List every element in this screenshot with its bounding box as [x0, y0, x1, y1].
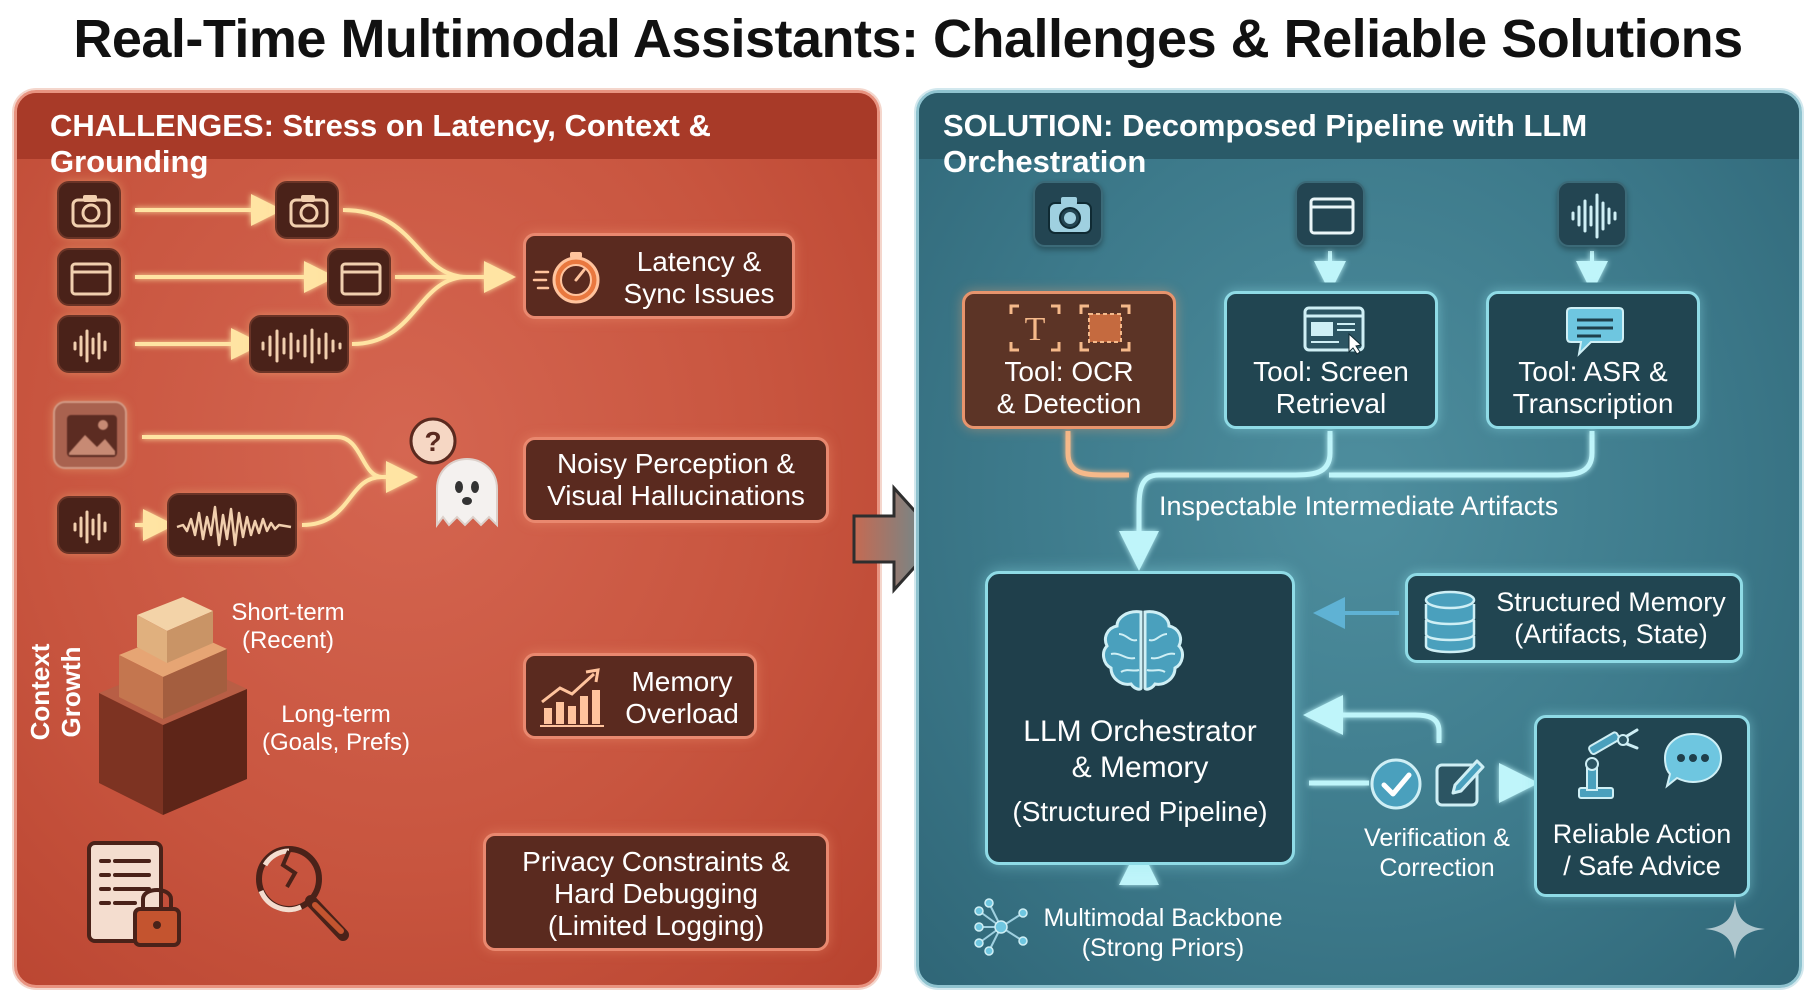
reliable-action-label: Reliable Action / Safe Advice — [1552, 819, 1732, 881]
database-icon — [1424, 590, 1476, 654]
question-mark: ? — [424, 426, 441, 457]
noisy-audio-box — [167, 493, 297, 557]
solution-header: SOLUTION: Decomposed Pipeline with LLM O… — [919, 93, 1799, 179]
noisy-waveform-icon — [176, 505, 292, 547]
neural-network-icon — [974, 898, 1028, 956]
audio-waveform-icon — [261, 328, 342, 364]
ocr-letter-glyph: T — [1025, 311, 1046, 348]
edit-pencil-icon — [1435, 759, 1485, 807]
audio-waveform-icon — [73, 329, 107, 363]
camera-icon — [289, 195, 329, 228]
camera-icon — [71, 195, 111, 228]
memory-overload-issue: Memory Overload — [523, 653, 757, 739]
structured-memory-label: Structured Memory (Artifacts, State) — [1496, 587, 1726, 649]
pipeline-flow-lines — [1052, 251, 1608, 885]
orchestrator-label: LLM Orchestrator & Memory (Structured Pi… — [1012, 715, 1268, 827]
reliable-action-box: Reliable Action / Safe Advice — [1534, 715, 1750, 897]
screen-icon — [340, 262, 382, 296]
image-icon-box — [53, 401, 127, 469]
camera-icon-box — [57, 181, 121, 239]
screen-retrieval-label: Tool: Screen Retrieval — [1253, 356, 1409, 419]
brain-icon — [1102, 610, 1184, 691]
audio-icon-box — [57, 315, 121, 373]
privacy-debugging-issue: Privacy Constraints & Hard Debugging (Li… — [483, 833, 829, 951]
ocr-detection-tool: T Tool: OCR & Detection — [962, 291, 1176, 429]
image-icon — [67, 415, 117, 457]
artifacts-label: Inspectable Intermediate Artifacts — [1159, 491, 1559, 521]
verification-label: Verification & Correction — [1364, 824, 1510, 882]
context-growth-axis-label: Context Growth — [25, 643, 86, 741]
screen-icon-box — [57, 248, 121, 306]
challenges-header: CHALLENGES: Stress on Latency, Context &… — [17, 93, 877, 179]
asr-transcription-tool: Tool: ASR & Transcription — [1486, 291, 1700, 429]
verification-check-icon — [1370, 758, 1422, 810]
solution-panel: SOLUTION: Decomposed Pipeline with LLM O… — [916, 90, 1802, 988]
screen-retrieval-icon — [1303, 306, 1365, 355]
camera-icon — [1048, 197, 1092, 234]
audio-icon-box-noisy-source — [57, 496, 121, 554]
context-stack-icon — [99, 597, 247, 815]
camera-icon-box-delayed — [275, 181, 339, 239]
latency-label: Latency & Sync Issues — [623, 246, 775, 309]
llm-orchestrator-box: LLM Orchestrator & Memory (Structured Pi… — [985, 571, 1295, 865]
robot-arm-icon — [1578, 728, 1639, 799]
stopwatch-icon — [532, 252, 600, 304]
challenges-panel: CHALLENGES: Stress on Latency, Context &… — [14, 90, 880, 988]
screen-source-box — [1295, 181, 1365, 247]
chat-bubble-icon — [1663, 732, 1723, 789]
locked-document-icon — [87, 841, 181, 947]
challenge-flow-lines — [135, 194, 516, 541]
page-title: Real-Time Multimodal Assistants: Challen… — [73, 9, 1743, 69]
audio-waveform-icon — [73, 510, 107, 544]
audio-waveform-icon — [1571, 193, 1617, 239]
sparkle-watermark-icon — [1705, 899, 1765, 959]
screen-icon — [1309, 197, 1355, 235]
speech-bubble-icon — [1566, 307, 1624, 357]
ghost-hallucination-icon: ? — [409, 417, 498, 528]
memory-overload-label: Memory Overload — [625, 666, 739, 729]
ocr-scan-icon: T — [1009, 304, 1131, 352]
broken-magnifier-icon — [256, 846, 349, 941]
bar-chart-trend-icon — [540, 668, 604, 727]
latency-sync-issue: Latency & Sync Issues — [523, 233, 795, 319]
audio-source-box — [1557, 181, 1627, 247]
ocr-tool-label: Tool: OCR & Detection — [996, 356, 1142, 419]
long-term-label: Long-term (Goals, Prefs) — [261, 701, 411, 756]
screen-icon-box-delayed — [327, 248, 391, 306]
structured-memory-box: Structured Memory (Artifacts, State) — [1405, 573, 1743, 663]
asr-tool-label: Tool: ASR & Transcription — [1512, 356, 1674, 419]
noisy-perception-issue: Noisy Perception & Visual Hallucinations — [523, 437, 829, 523]
screen-icon — [70, 262, 112, 296]
screen-retrieval-tool: Tool: Screen Retrieval — [1224, 291, 1438, 429]
camera-source-box — [1033, 181, 1103, 247]
multimodal-backbone-label: Multimodal Backbone (Strong Priors) — [1043, 904, 1283, 962]
audio-icon-box-delayed — [249, 315, 349, 373]
short-term-label: Short-term (Recent) — [231, 599, 345, 654]
